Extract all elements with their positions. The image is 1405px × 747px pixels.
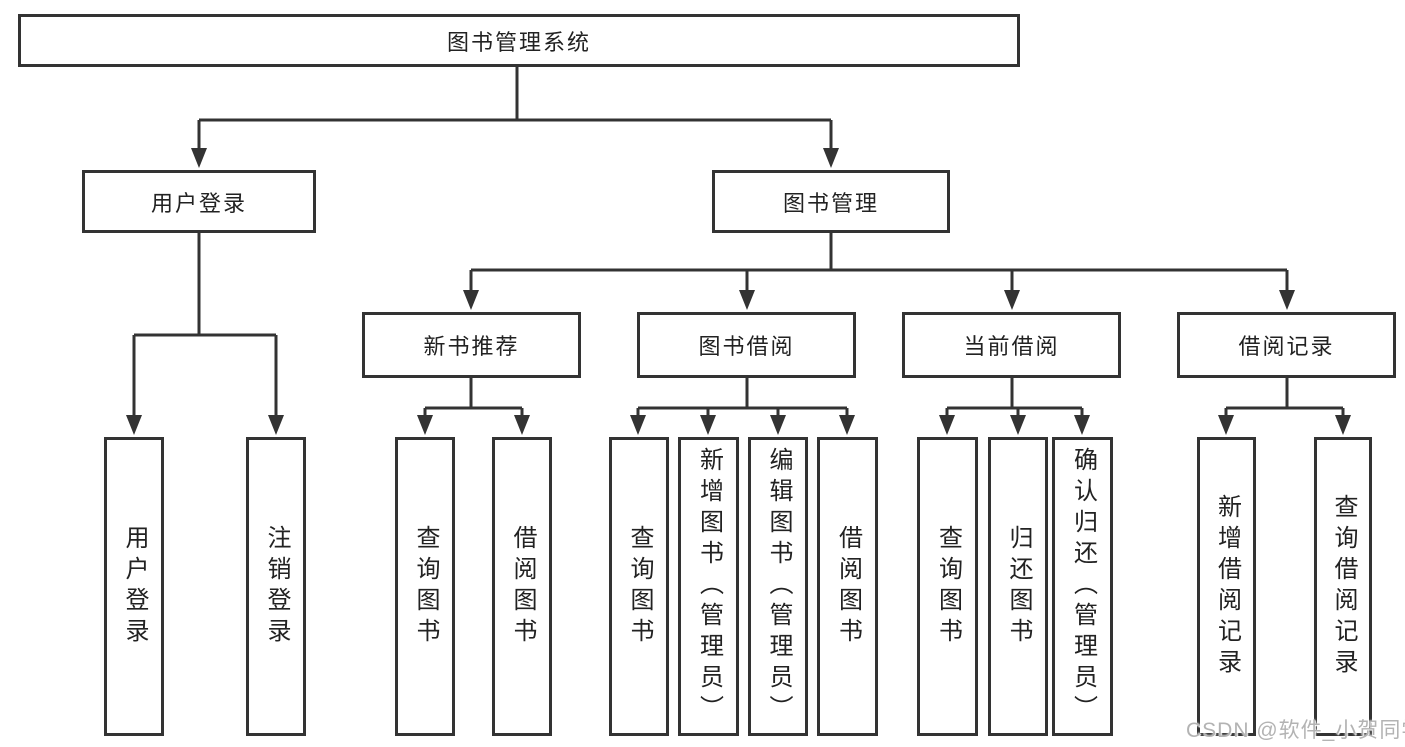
leaf-query-borrow-record: 查询借阅记录	[1314, 437, 1372, 736]
arrowhead-icon	[1074, 415, 1090, 435]
leaf-label: 归还图书	[1005, 524, 1032, 649]
node-label: 当前借阅	[963, 334, 1060, 359]
leaf-add-borrow-record: 新增借阅记录	[1197, 437, 1256, 736]
connector-path	[423, 378, 524, 417]
connector-path	[132, 233, 278, 417]
leaf-label: 查询图书	[412, 524, 439, 649]
leaf-label: 借阅图书	[509, 524, 536, 649]
node-book-management: 图书管理	[712, 170, 950, 233]
node-label: 图书管理	[782, 190, 879, 216]
leaf-borrow-books-1: 借阅图书	[492, 437, 552, 736]
connector-userlogin-to-leaves	[132, 233, 278, 417]
leaf-label: 借阅图书	[834, 524, 862, 649]
arrowhead-icon	[823, 148, 839, 168]
connector-path	[1224, 378, 1345, 417]
node-book-borrowing: 图书借阅	[637, 312, 856, 378]
node-label: 借阅记录	[1238, 334, 1335, 359]
connector-bookborrow-to-leaves	[636, 378, 849, 417]
connector-path	[945, 378, 1084, 417]
connector-borrowrecords-to-leaves	[1224, 378, 1345, 417]
leaf-label: 编辑图书（管理员）	[765, 447, 792, 726]
arrowheads-borrowrecords-leaves	[1218, 415, 1351, 435]
arrowhead-icon	[126, 415, 142, 435]
leaf-edit-books-admin: 编辑图书（管理员）	[748, 437, 808, 736]
arrowhead-icon	[630, 415, 646, 435]
node-label: 图书借阅	[698, 334, 795, 359]
arrowhead-icon	[1218, 415, 1234, 435]
arrowhead-icon	[700, 415, 716, 435]
connector-newbooks-to-leaves	[423, 378, 524, 417]
arrowhead-icon	[739, 290, 755, 310]
connector-path	[197, 67, 833, 150]
leaf-label: 查询图书	[626, 524, 653, 649]
node-user-login: 用户登录	[82, 170, 316, 233]
arrowhead-icon	[514, 415, 530, 435]
arrowheads-bookborrow-leaves	[630, 415, 855, 435]
arrowhead-icon	[939, 415, 955, 435]
node-current-borrowing: 当前借阅	[902, 312, 1121, 378]
arrowheads-userlogin-leaves	[126, 415, 284, 435]
leaf-user-login: 用户登录	[104, 437, 164, 736]
connector-path	[636, 378, 849, 417]
leaf-query-books-1: 查询图书	[395, 437, 455, 736]
arrowhead-icon	[1010, 415, 1026, 435]
arrowheads-level2	[191, 148, 839, 168]
connector-currentborrow-to-leaves	[945, 378, 1084, 417]
leaf-query-books-3: 查询图书	[917, 437, 978, 736]
leaf-label: 查询借阅记录	[1330, 493, 1357, 680]
arrowheads-newbooks-leaves	[417, 415, 530, 435]
leaf-return-books: 归还图书	[988, 437, 1048, 736]
arrowhead-icon	[1004, 290, 1020, 310]
arrowhead-icon	[770, 415, 786, 435]
leaf-query-books-2: 查询图书	[609, 437, 669, 736]
leaf-label: 新增借阅记录	[1213, 493, 1241, 680]
node-new-book-recommend: 新书推荐	[362, 312, 581, 378]
arrowhead-icon	[839, 415, 855, 435]
node-borrowing-records: 借阅记录	[1177, 312, 1396, 378]
node-label: 图书管理系统	[446, 29, 591, 55]
arrowheads-level3	[463, 290, 1295, 310]
node-label: 用户登录	[150, 190, 247, 216]
arrowhead-icon	[463, 290, 479, 310]
leaf-borrow-books-2: 借阅图书	[817, 437, 878, 736]
node-library-management-system: 图书管理系统	[18, 14, 1020, 67]
connector-path	[469, 233, 1289, 292]
leaf-label: 确认归还（管理员）	[1069, 447, 1097, 726]
connector-bookmgmt-to-level3	[469, 233, 1289, 292]
arrowhead-icon	[191, 148, 207, 168]
leaf-label: 用户登录	[121, 524, 148, 649]
leaf-label: 新增图书（管理员）	[695, 447, 723, 726]
arrowhead-icon	[417, 415, 433, 435]
leaf-confirm-return-admin: 确认归还（管理员）	[1052, 437, 1113, 736]
node-label: 新书推荐	[423, 334, 520, 359]
arrowhead-icon	[268, 415, 284, 435]
arrowheads-currentborrow-leaves	[939, 415, 1090, 435]
leaf-logout: 注销登录	[246, 437, 306, 736]
leaf-label: 查询图书	[934, 524, 962, 649]
connector-root-to-level2	[197, 67, 833, 150]
arrowhead-icon	[1335, 415, 1351, 435]
arrowhead-icon	[1279, 290, 1295, 310]
leaf-add-books-admin: 新增图书（管理员）	[678, 437, 739, 736]
csdn-watermark: CSDN @软件_小贺同学	[1186, 719, 1405, 742]
leaf-label: 注销登录	[263, 524, 290, 649]
